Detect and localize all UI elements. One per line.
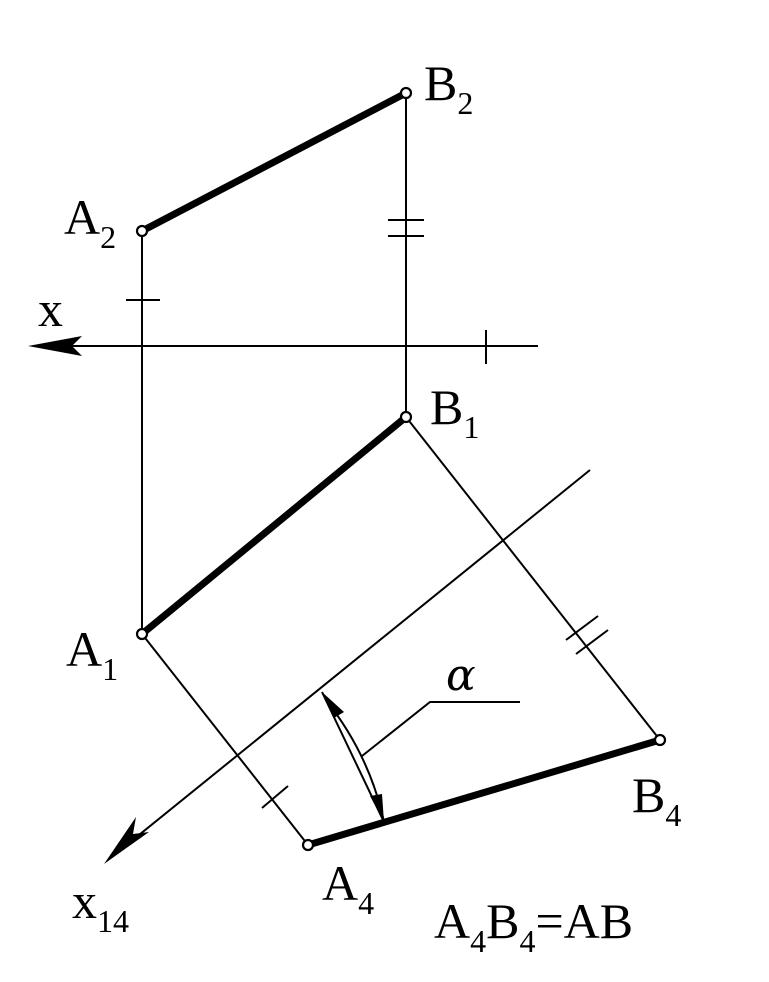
segment-a2b2 [138, 89, 410, 235]
point-a2 [135, 224, 149, 238]
point-b4 [653, 733, 667, 747]
label-axis-x14: x14 [72, 873, 129, 939]
point-b2 [399, 86, 413, 100]
label-a4: A4 [322, 855, 374, 921]
label-alpha: α [446, 650, 476, 701]
label-b4: B4 [632, 767, 681, 833]
point-a4 [301, 838, 315, 852]
label-axis-x: x [38, 281, 63, 337]
point-a1 [135, 627, 149, 641]
angle-leader-line [361, 701, 520, 757]
segment-a4b4 [304, 736, 664, 849]
single-tick-a4 [261, 785, 289, 809]
equation-label: A4B4=AB [434, 893, 633, 959]
angle-arrowhead-bottom [370, 794, 384, 822]
link-line-a1-a4 [141, 633, 309, 846]
label-a1: A1 [66, 621, 118, 687]
point-b1 [399, 410, 413, 424]
link-line-b1-b4 [405, 416, 661, 741]
label-b1: B1 [430, 379, 479, 445]
double-tick-b4-top [565, 615, 599, 641]
axis-x14-line [117, 469, 591, 853]
segment-a1b1 [138, 413, 410, 638]
axis-x-arrowhead [28, 336, 82, 356]
label-a2: A2 [64, 189, 116, 255]
double-tick-b4-bottom [575, 629, 609, 655]
axis-x14-arrowhead [104, 817, 149, 864]
label-b2: B2 [424, 55, 473, 121]
angle-arrowhead-top [322, 692, 344, 718]
